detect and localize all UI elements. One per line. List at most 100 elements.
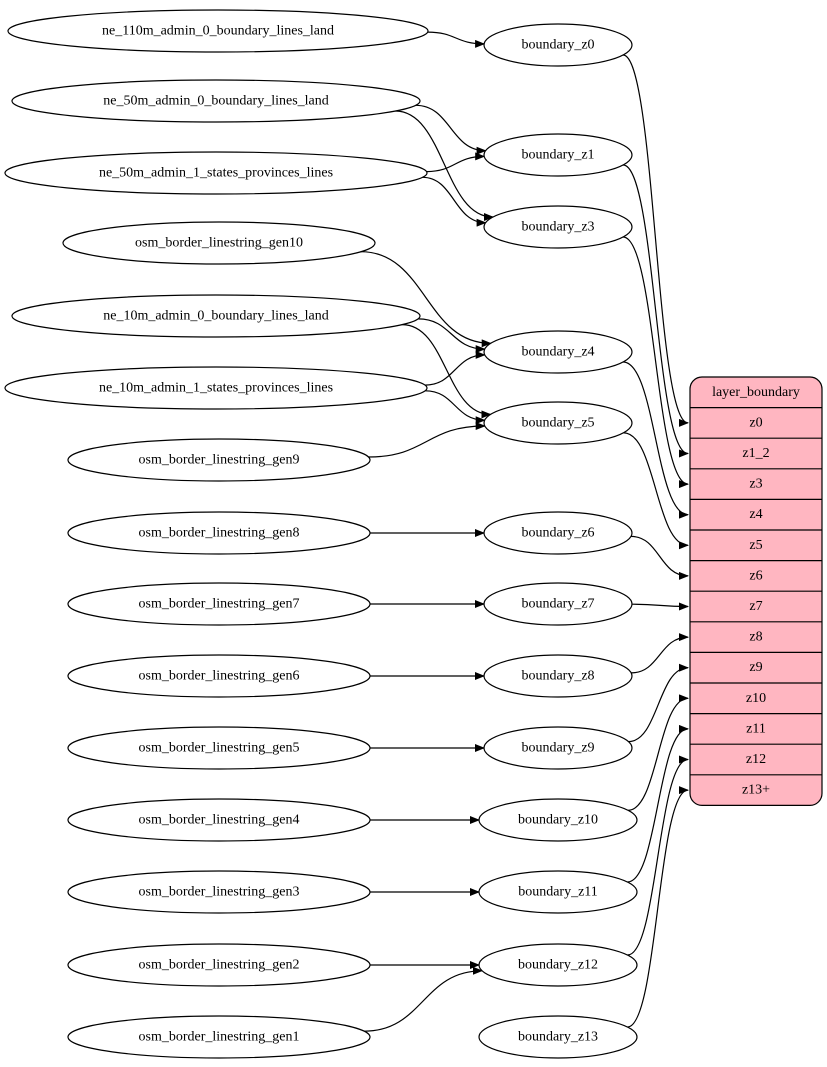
- source-table-shape: [11, 294, 421, 338]
- record-row-z0: z0: [749, 415, 762, 430]
- source-table-shape: [67, 1015, 371, 1059]
- source-table-shape: [67, 726, 371, 770]
- edge-ne_10m_admin_0_boundary_lines_land-to-boundary_z4: [418, 318, 486, 354]
- node-boundary_z8: boundary_z8: [483, 654, 633, 698]
- record-row-z9: z9: [749, 660, 762, 675]
- edge-ne_10m_admin_0_boundary_lines_land-to-boundary_z5: [402, 324, 492, 419]
- node-layer: ne_110m_admin_0_boundary_lines_land ne_50…: [4, 9, 638, 1059]
- edge-boundary_z8-to-row-z8: [631, 633, 689, 674]
- node-boundary_z3: boundary_z3: [483, 205, 633, 249]
- node-osm_border_linestring_gen8: osm_border_linestring_gen8: [67, 511, 371, 555]
- record-row-z5: z5: [749, 538, 762, 553]
- source-table-shape: [7, 9, 429, 53]
- node-osm_border_linestring_gen5: osm_border_linestring_gen5: [67, 726, 371, 770]
- record-row-z8: z8: [749, 630, 762, 645]
- node-label: boundary_z1: [521, 148, 594, 163]
- node-boundary_z0: boundary_z0: [483, 23, 633, 67]
- record-header: layer_boundary: [712, 385, 800, 400]
- edge-boundary_z5-to-row-z5: [623, 432, 689, 550]
- node-label: boundary_z6: [521, 526, 594, 541]
- edge-boundary_z12-to-row-z12: [627, 755, 689, 956]
- node-label: boundary_z10: [518, 813, 598, 828]
- node-boundary_z13: boundary_z13: [478, 1015, 638, 1059]
- transform-shape: [483, 133, 633, 177]
- edge-boundary_z3-to-row-z3: [622, 236, 689, 489]
- node-ne_10m_admin_1_states_provinces_lines: ne_10m_admin_1_states_provinces_lines: [4, 366, 428, 410]
- node-ne_50m_admin_0_boundary_lines_land: ne_50m_admin_0_boundary_lines_land: [11, 79, 421, 123]
- node-label: osm_border_linestring_gen1: [139, 1030, 300, 1045]
- node-label: osm_border_linestring_gen7: [139, 597, 300, 612]
- node-boundary_z7: boundary_z7: [483, 582, 633, 626]
- edge-boundary_z4-to-row-z4: [623, 361, 689, 519]
- node-label: boundary_z5: [521, 416, 594, 431]
- node-label: osm_border_linestring_gen5: [139, 741, 300, 756]
- node-label: osm_border_linestring_gen3: [139, 885, 300, 900]
- edge-ne_50m_admin_0_boundary_lines_land-to-boundary_z3: [395, 110, 494, 221]
- record-row-z11: z11: [746, 721, 766, 736]
- node-ne_50m_admin_1_states_provinces_lines: ne_50m_admin_1_states_provinces_lines: [4, 151, 428, 195]
- transform-shape: [483, 401, 633, 445]
- node-osm_border_linestring_gen3: osm_border_linestring_gen3: [67, 870, 371, 914]
- edge-ne_110m_admin_0_boundary_lines_land-to-boundary_z0: [427, 31, 486, 48]
- transform-shape: [478, 870, 638, 914]
- node-osm_border_linestring_gen4: osm_border_linestring_gen4: [67, 798, 371, 842]
- node-label: boundary_z7: [521, 597, 594, 612]
- source-table-shape: [67, 798, 371, 842]
- transform-shape: [483, 205, 633, 249]
- source-table-shape: [67, 582, 371, 626]
- transform-shape: [483, 511, 633, 555]
- node-boundary_z5: boundary_z5: [483, 401, 633, 445]
- record-row-z3: z3: [749, 477, 762, 492]
- record-row-z10: z10: [746, 691, 766, 706]
- edge-boundary_z7-to-row-z7: [631, 602, 689, 611]
- node-osm_border_linestring_gen7: osm_border_linestring_gen7: [67, 582, 371, 626]
- record-row-z12: z12: [746, 752, 766, 767]
- source-table-shape: [11, 79, 421, 123]
- node-osm_border_linestring_gen1: osm_border_linestring_gen1: [67, 1015, 371, 1059]
- source-table-shape: [62, 221, 376, 265]
- record-row-z1_2: z1_2: [742, 446, 769, 461]
- node-ne_110m_admin_0_boundary_lines_land: ne_110m_admin_0_boundary_lines_land: [7, 9, 429, 53]
- edge-boundary_z0-to-row-z0: [622, 54, 689, 427]
- node-label: boundary_z11: [518, 885, 598, 900]
- edge-layer: [360, 31, 689, 1032]
- record-row-z13+: z13+: [742, 783, 770, 798]
- node-label: osm_border_linestring_gen8: [139, 526, 300, 541]
- edge-ne_50m_admin_1_states_provinces_lines-to-boundary_z1: [426, 152, 486, 173]
- node-label: osm_border_linestring_gen9: [139, 453, 300, 468]
- node-label: boundary_z9: [521, 741, 594, 756]
- node-boundary_z10: boundary_z10: [478, 798, 638, 842]
- edge-ne_10m_admin_1_states_provinces_lines-to-boundary_z5: [425, 390, 486, 425]
- edge-boundary_z10-to-row-z10: [627, 694, 689, 811]
- node-label: boundary_z8: [521, 669, 594, 684]
- node-osm_border_linestring_gen2: osm_border_linestring_gen2: [67, 943, 371, 987]
- transform-shape: [478, 798, 638, 842]
- record-node-layer_boundary: layer_boundaryz0z1_2z3z4z5z6z7z8z9z10z11…: [689, 376, 823, 806]
- transform-shape: [483, 654, 633, 698]
- node-label: osm_border_linestring_gen2: [139, 958, 300, 973]
- source-table-shape: [67, 870, 371, 914]
- record-row-z4: z4: [749, 507, 762, 522]
- node-label: boundary_z13: [518, 1030, 598, 1045]
- node-boundary_z4: boundary_z4: [483, 330, 633, 374]
- node-boundary_z12: boundary_z12: [478, 943, 638, 987]
- node-label: boundary_z0: [521, 38, 594, 53]
- node-boundary_z1: boundary_z1: [483, 133, 633, 177]
- transform-shape: [478, 943, 638, 987]
- source-table-shape: [67, 654, 371, 698]
- node-ne_10m_admin_0_boundary_lines_land: ne_10m_admin_0_boundary_lines_land: [11, 294, 421, 338]
- edge-ne_50m_admin_0_boundary_lines_land-to-boundary_z1: [415, 104, 487, 155]
- node-boundary_z6: boundary_z6: [483, 511, 633, 555]
- edge-ne_50m_admin_1_states_provinces_lines-to-boundary_z3: [422, 176, 487, 227]
- edge-boundary_z9-to-row-z9: [628, 663, 689, 743]
- node-boundary_z9: boundary_z9: [483, 726, 633, 770]
- node-label: ne_50m_admin_0_boundary_lines_land: [103, 94, 329, 109]
- source-table-shape: [4, 151, 428, 195]
- source-table-shape: [4, 366, 428, 410]
- edge-boundary_z11-to-row-z11: [627, 724, 689, 883]
- edge-osm_border_linestring_gen10-to-boundary_z4: [360, 251, 492, 348]
- transform-shape: [483, 582, 633, 626]
- node-label: osm_border_linestring_gen4: [139, 813, 300, 828]
